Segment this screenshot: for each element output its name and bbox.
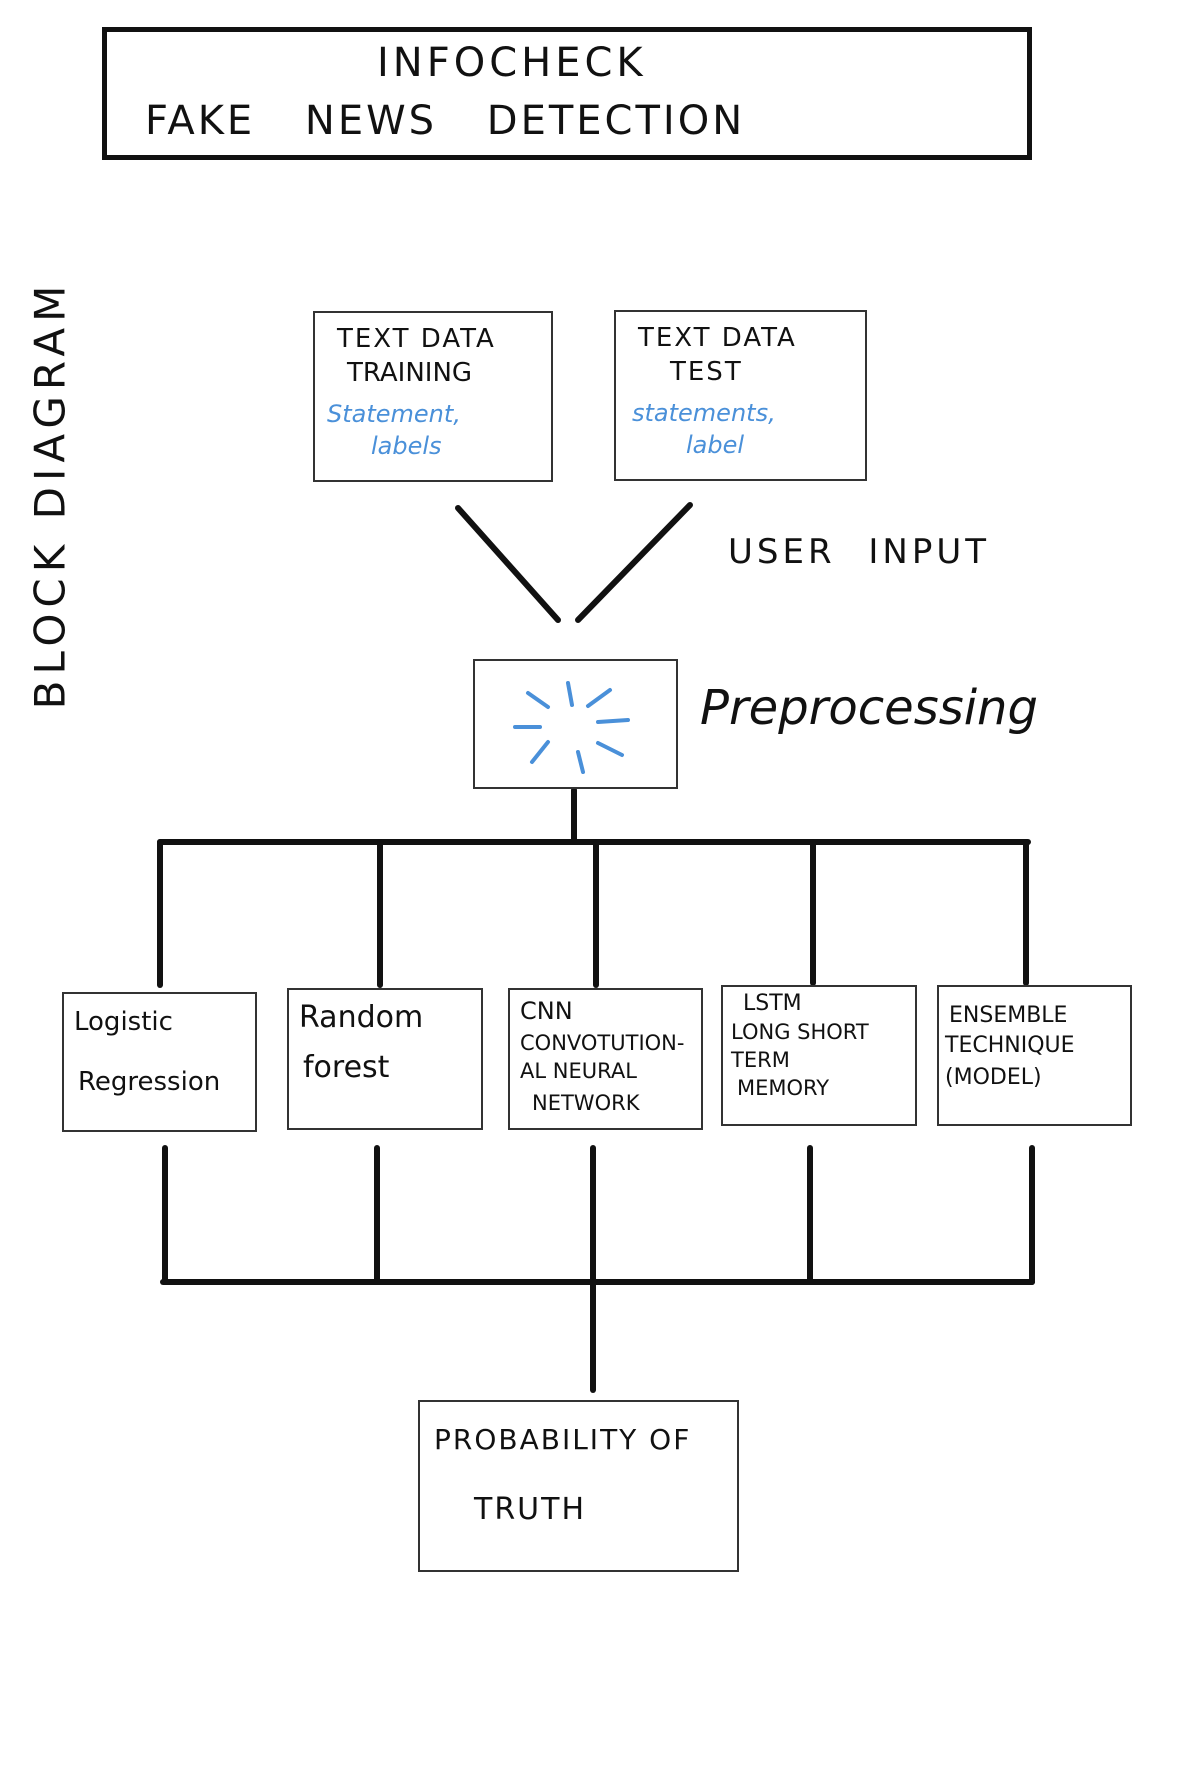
model-line2: forest (303, 1050, 390, 1085)
model-box-cnn: CNN CONVOTUTION- AL NEURAL NETWORK (508, 988, 703, 1130)
model-line3: (MODEL) (945, 1065, 1042, 1090)
model-line2: LONG SHORT (731, 1020, 869, 1044)
loading-spinner-icon (513, 681, 630, 774)
training-title-1: TEXT DATA (337, 324, 496, 354)
model-line4: MEMORY (737, 1076, 830, 1100)
training-note-1: Statement, (327, 400, 461, 428)
model-line1: Logistic (74, 1007, 173, 1037)
output-line1: PROBABILITY OF (434, 1423, 692, 1456)
preprocessing-label: Preprocessing (700, 680, 1038, 736)
test-title-1: TEXT DATA (638, 323, 797, 353)
model-line3: AL NEURAL (520, 1059, 637, 1083)
test-title-2: TEST (670, 357, 743, 387)
side-label: BLOCK DIAGRAM (25, 279, 75, 710)
model-line2: TECHNIQUE (945, 1033, 1075, 1058)
training-note-2: labels (371, 432, 442, 460)
user-input-label: USER INPUT (728, 532, 990, 572)
model-line1: LSTM (743, 991, 802, 1016)
model-box-logistic-regression: Logistic Regression (62, 992, 257, 1132)
title-line2: FAKE NEWS DETECTION (145, 98, 746, 144)
test-note-2: label (686, 431, 745, 459)
model-box-random-forest: Random forest (287, 988, 483, 1130)
input-box-test: TEXT DATA TEST statements, label (614, 310, 867, 481)
connector-training-to-preprocessing (455, 505, 561, 623)
model-line2: Regression (78, 1067, 221, 1097)
test-note-1: statements, (632, 399, 776, 427)
title-line1: INFOCHECK (377, 40, 647, 86)
model-line3: TERM (731, 1048, 790, 1072)
model-line1: CNN (520, 997, 573, 1025)
preprocessing-box (473, 659, 678, 789)
connector-test-to-preprocessing (575, 502, 693, 623)
model-box-ensemble: ENSEMBLE TECHNIQUE (MODEL) (937, 985, 1132, 1126)
model-line2: CONVOTUTION- (520, 1031, 685, 1055)
output-box: PROBABILITY OF TRUTH (418, 1400, 739, 1572)
model-line1: ENSEMBLE (949, 1003, 1068, 1028)
model-box-lstm: LSTM LONG SHORT TERM MEMORY (721, 985, 917, 1126)
model-line1: Random (299, 1000, 424, 1035)
title-box: INFOCHECK FAKE NEWS DETECTION (102, 27, 1032, 160)
model-line4: NETWORK (532, 1091, 640, 1115)
output-line2: TRUTH (474, 1492, 587, 1527)
training-title-2: TRAINING (347, 358, 473, 388)
input-box-training: TEXT DATA TRAINING Statement, labels (313, 311, 553, 482)
